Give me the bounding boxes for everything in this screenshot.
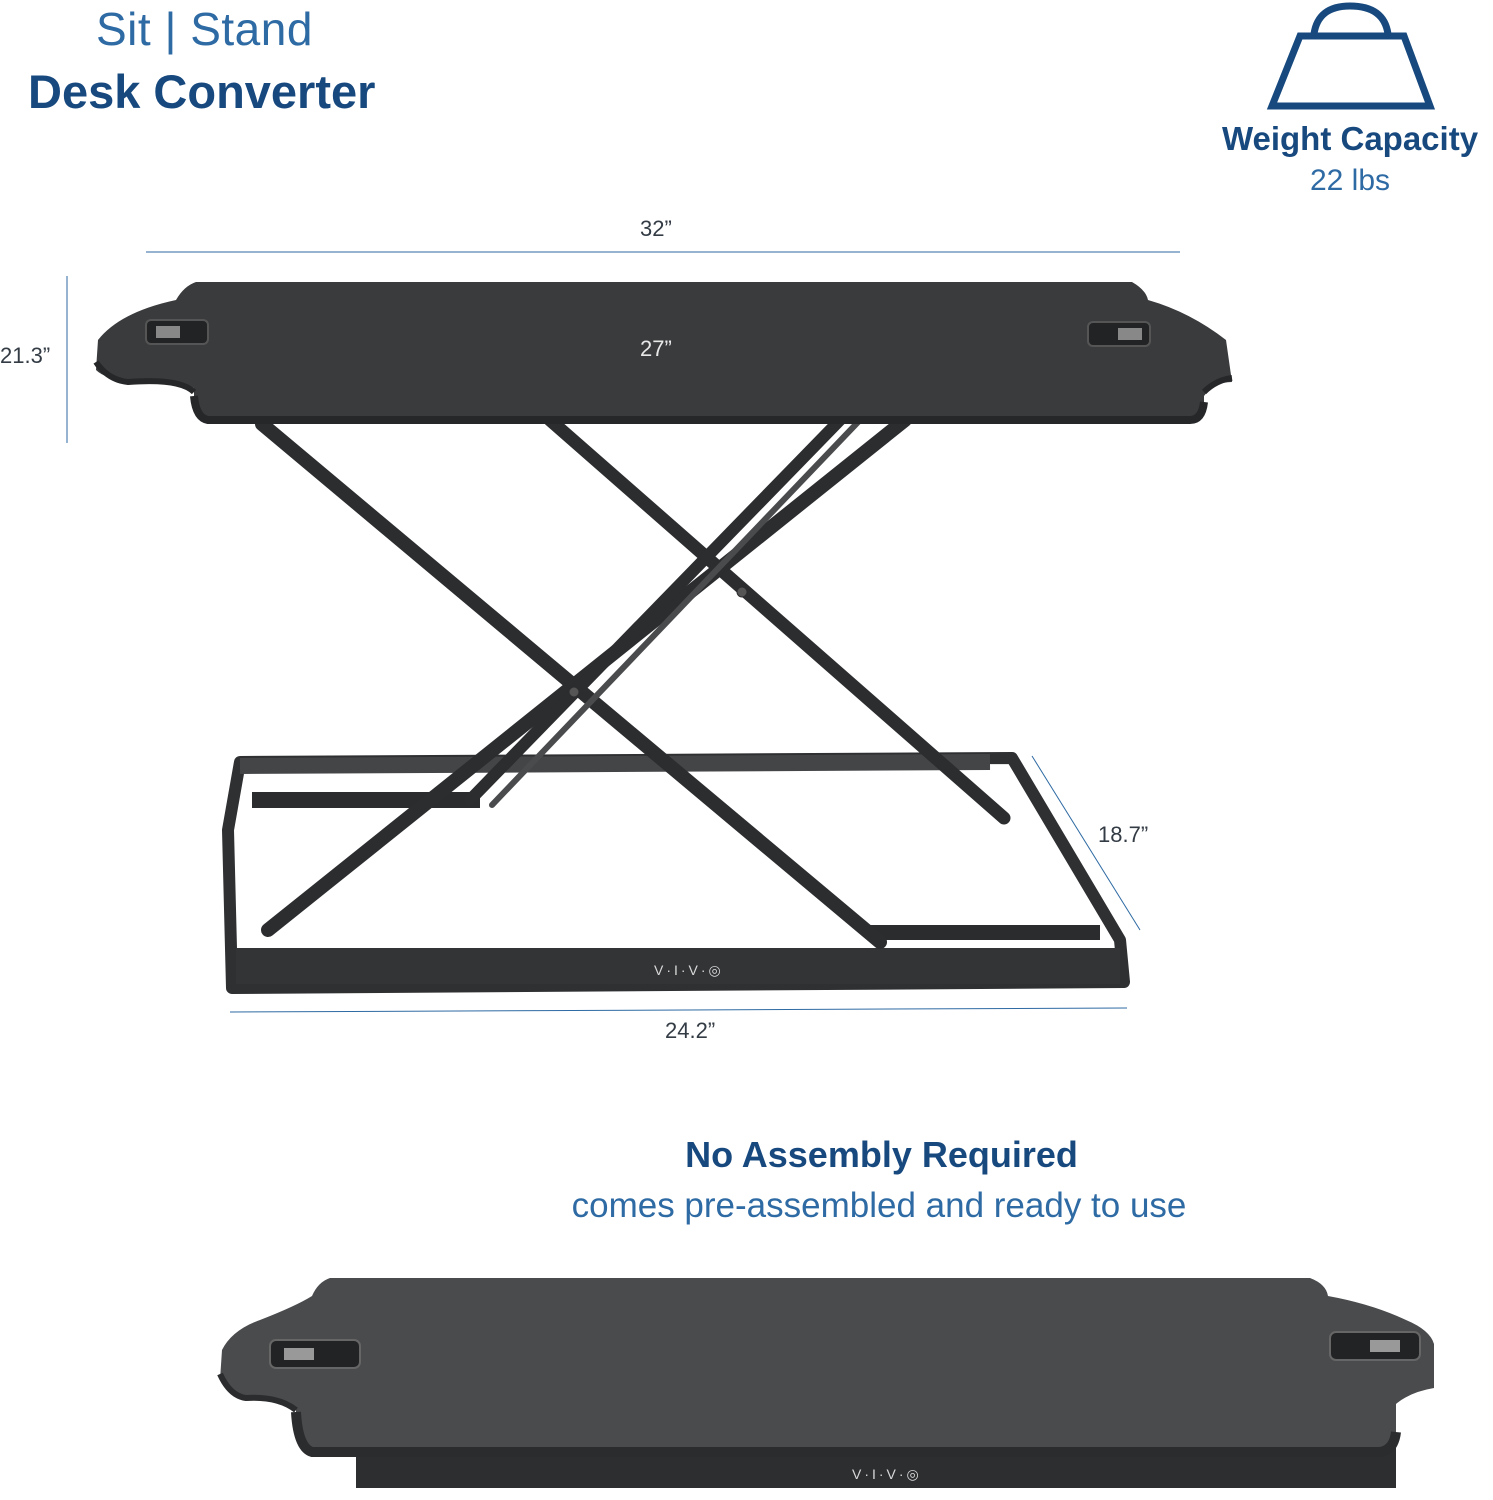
assembly-heading: No Assembly Required (685, 1134, 1078, 1175)
base-frame (222, 752, 1130, 994)
dimension-top-width: 32” (640, 216, 672, 241)
title-desk-converter: Desk Converter (28, 65, 376, 118)
handle-right (1087, 321, 1151, 347)
weight-capacity-value: 22 lbs (1309, 164, 1391, 197)
dimension-line-base (229, 1007, 1128, 1013)
scissor-legs (255, 413, 1011, 949)
weight-icon (1266, 2, 1436, 110)
dimension-height: 21.3” (0, 343, 51, 368)
desktop-surface (93, 282, 1233, 424)
assembly-subtext: comes pre-assembled and ready to use (571, 1186, 1187, 1225)
handle-left (145, 319, 209, 345)
dimension-line-depth (1031, 755, 1141, 931)
dimension-depth: 18.7” (1098, 822, 1149, 847)
dimension-base-width: 24.2” (665, 1018, 716, 1043)
collapsed-desk (217, 1278, 1434, 1488)
dimension-inner-width: 27” (640, 336, 672, 361)
weight-capacity-label: Weight Capacity (1221, 120, 1479, 157)
brand-logo-collapsed: V·I·V·◎ (852, 1466, 922, 1482)
brand-logo: V·I·V·◎ (654, 962, 724, 978)
title-sit-stand: Sit | Stand (96, 3, 313, 55)
